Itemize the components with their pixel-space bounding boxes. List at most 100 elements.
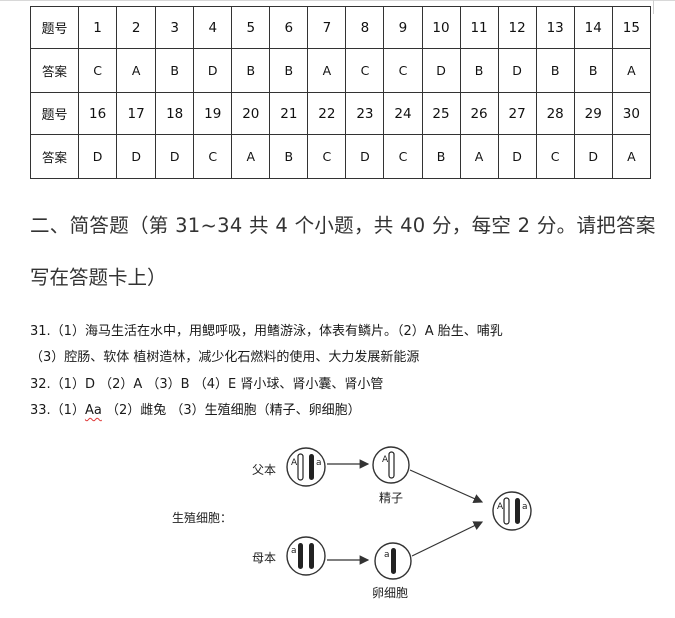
arrow-egg-to-offspring xyxy=(411,521,484,557)
label-egg: 卵细胞 xyxy=(372,586,408,600)
table-cell: 9 xyxy=(383,6,423,49)
father-allele-a: a xyxy=(316,458,322,468)
table-cell: B xyxy=(421,134,461,179)
inheritance-diagram: 父本 生殖细胞： 母本 A a A 精子 a a 卵细胞 xyxy=(160,440,560,615)
sperm-cell: A xyxy=(372,446,410,484)
table-row-header: 答案 xyxy=(29,134,80,179)
table-cell: 26 xyxy=(459,92,499,135)
table-cell: D xyxy=(116,134,157,179)
table-cell: B xyxy=(155,48,195,93)
egg-cell: a xyxy=(374,542,412,580)
table-cell: 13 xyxy=(535,6,575,49)
mother-cell: a xyxy=(286,536,326,576)
table-cell: A xyxy=(611,134,652,179)
table-cell: C xyxy=(193,134,233,179)
table-cell: C xyxy=(345,48,385,93)
table-cell: 2 xyxy=(116,6,157,49)
table-cell: C xyxy=(307,134,347,179)
table-cell: A xyxy=(611,48,652,93)
answer-33-genotype: Aa xyxy=(84,403,102,418)
table-cell: D xyxy=(345,134,385,179)
arrow-sperm-to-offspring xyxy=(409,469,484,503)
table-cell: 30 xyxy=(611,92,652,135)
offspring-allele-A: A xyxy=(497,502,504,512)
section-heading: 二、简答题（第 31~34 共 4 个小题，共 40 分，每空 2 分。请把答案 xyxy=(30,214,656,237)
table-cell: 14 xyxy=(573,6,613,49)
table-cell: 6 xyxy=(269,6,309,49)
offspring-allele-a: a xyxy=(522,502,528,512)
answer-33: 33.（1）Aa （2）雌兔 （3）生殖细胞（精子、卵细胞） xyxy=(30,402,361,420)
table-cell: B xyxy=(231,48,271,93)
table-cell: 8 xyxy=(345,6,385,49)
table-cell: C xyxy=(383,134,423,179)
table-cell: D xyxy=(193,48,233,93)
table-cell: B xyxy=(573,48,613,93)
table-cell: 4 xyxy=(193,6,233,49)
table-cell: A xyxy=(307,48,347,93)
table-cell: 23 xyxy=(345,92,385,135)
table-cell: 22 xyxy=(307,92,347,135)
table-cell: B xyxy=(269,134,309,179)
label-mother: 母本 xyxy=(252,551,276,565)
table-cell: 11 xyxy=(459,6,499,49)
table-cell: 7 xyxy=(307,6,347,49)
table-cell: 28 xyxy=(535,92,575,135)
table-cell: 15 xyxy=(611,6,652,49)
table-cell: 19 xyxy=(193,92,233,135)
answer-33-prefix: 33.（1） xyxy=(30,403,85,418)
table-cell: 24 xyxy=(383,92,423,135)
table-cell: D xyxy=(421,48,461,93)
table-cell: 16 xyxy=(78,92,118,135)
inheritance-diagram-svg: 父本 生殖细胞： 母本 A a A 精子 a a 卵细胞 xyxy=(172,446,532,600)
table-cell: A xyxy=(459,134,499,179)
table-row-header: 答案 xyxy=(29,48,80,93)
sperm-allele-A: A xyxy=(382,455,389,465)
section-heading-continued: 写在答题卡上） xyxy=(30,266,167,289)
mother-allele-a: a xyxy=(291,546,297,556)
table-cell: 1 xyxy=(78,6,118,49)
table-cell: 27 xyxy=(497,92,537,135)
table-cell: A xyxy=(116,48,157,93)
table-cell: 20 xyxy=(231,92,271,135)
table-cell: B xyxy=(459,48,499,93)
answer-31-line2: （3）腔肠、软体 植树造林，减少化石燃料的使用、大力发展新能源 xyxy=(30,350,420,365)
table-cell: D xyxy=(497,134,537,179)
table-cell: 18 xyxy=(155,92,195,135)
father-cell: A a xyxy=(286,447,326,487)
table-row-header: 题号 xyxy=(29,6,80,49)
page-top-border xyxy=(0,0,675,1)
table-cell: B xyxy=(535,48,575,93)
answer-33-rest: （2）雌兔 （3）生殖细胞（精子、卵细胞） xyxy=(101,403,361,418)
label-father: 父本 xyxy=(252,463,276,477)
table-cell: A xyxy=(231,134,271,179)
table-cell: 5 xyxy=(231,6,271,49)
table-cell: B xyxy=(269,48,309,93)
table-cell: 17 xyxy=(116,92,157,135)
label-sperm: 精子 xyxy=(379,491,403,505)
table-cell: 10 xyxy=(421,6,461,49)
table-cell: 21 xyxy=(269,92,309,135)
table-cell: C xyxy=(535,134,575,179)
table-cell: C xyxy=(78,48,118,93)
table-cell: 3 xyxy=(155,6,195,49)
answer-32: 32.（1）D （2）A （3）B （4）E 肾小球、肾小囊、肾小管 xyxy=(30,377,384,392)
offspring-cell: A a xyxy=(492,491,532,531)
table-cell: 12 xyxy=(497,6,537,49)
table-cell: C xyxy=(383,48,423,93)
table-cell: 25 xyxy=(421,92,461,135)
father-allele-A: A xyxy=(291,458,298,468)
table-cell: D xyxy=(155,134,195,179)
page-edge-mark xyxy=(653,0,654,14)
egg-allele-a: a xyxy=(384,550,390,560)
label-germ-cells: 生殖细胞： xyxy=(172,510,232,525)
table-cell: D xyxy=(573,134,613,179)
table-cell: D xyxy=(497,48,537,93)
table-row-header: 题号 xyxy=(29,92,80,135)
answer-31-line1: 31.（1）海马生活在水中，用鳃呼吸，用鳍游泳，体表有鳞片。（2）A 胎生、哺乳 xyxy=(30,324,503,339)
table-cell: 29 xyxy=(573,92,613,135)
